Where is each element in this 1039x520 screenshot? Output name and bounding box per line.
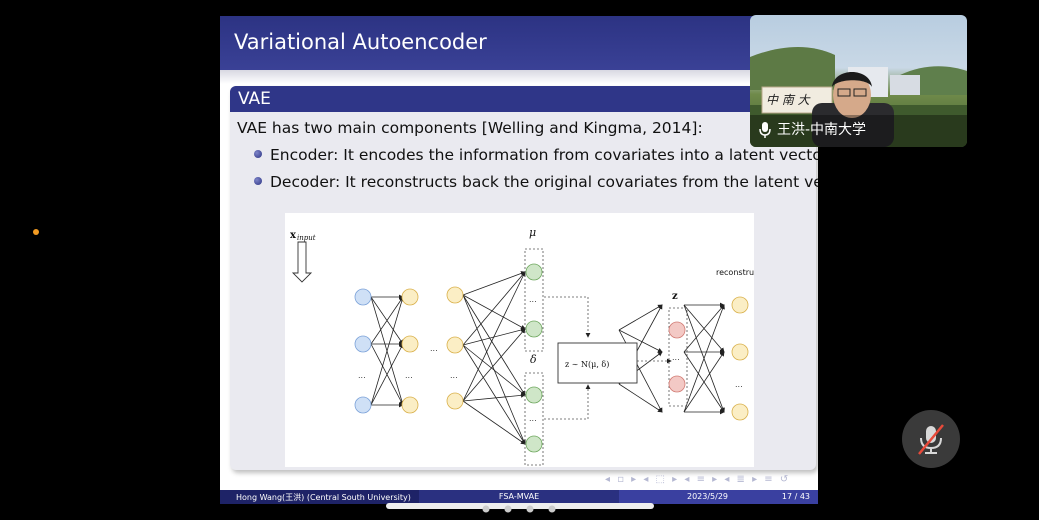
microphone-muted-icon [918,424,944,455]
slide-title-bar: Variational Autoencoder [220,16,818,70]
footer-author-section: Hong Wang(王洪) (Central South University) [220,490,419,504]
mu-label: μ [529,226,536,239]
beamer-nav-symbols[interactable]: ◂ ▫ ▸ ◂ ⬚ ▸ ◂ ≡ ▸ ◂ ≣ ▸ ≡ ↺ [605,474,791,485]
page-dot [526,505,534,513]
participant-name: 王洪-中南大学 [777,122,867,138]
footer-date: 2023/5/29 [687,492,729,501]
presentation-slide: Variational Autoencoder VAE VAE has two … [220,16,818,504]
ellipsis: ... [450,371,458,380]
bullet-dot-icon [254,150,262,158]
reconstruction-label: reconstruction [716,268,754,277]
vae-diagram: x input μ δ z z ∼ N(μ, δ) reconstruction… [285,213,798,467]
footer-date-section: 2023/5/29 17 / 43 [619,490,818,504]
hidden-layers [401,286,749,421]
sign-text: 中 南 大 [766,93,811,107]
connections [370,271,725,445]
slide-footer: Hong Wang(王洪) (Central South University)… [220,490,818,504]
z-label: z [672,291,678,302]
ellipsis: ... [529,295,537,304]
input-sub-label: input [297,234,316,242]
pointer-dot [33,229,39,235]
input-label: x [290,230,297,241]
bullet-dot-icon [254,177,262,185]
sampling-box [557,342,638,384]
page-dot [504,505,512,513]
delta-label: δ [530,353,537,366]
footer-short-title: FSA-MVAE [498,492,540,501]
mu-delta-layer [525,263,543,453]
page-dot [482,505,490,513]
participant-video-tile[interactable]: 中 南 大 王洪-中南大学 [750,15,967,147]
mute-toggle-button[interactable] [902,410,960,468]
ellipsis: ... [529,414,537,423]
ellipsis: ... [735,380,743,389]
sampling-label: z ∼ N(μ, δ) [565,360,609,369]
page-dot [548,505,556,513]
bullet-text: Encoder: It encodes the information from… [270,146,818,164]
ellipsis: ... [430,344,438,353]
bullet-decoder: Decoder: It reconstructs back the origin… [254,173,818,191]
input-arrow-icon [291,241,313,283]
bullet-encoder: Encoder: It encodes the information from… [254,146,818,164]
vae-diagram-svg: x input μ δ z z ∼ N(μ, δ) reconstruction… [290,226,798,466]
bullet-text: Decoder: It reconstructs back the origin… [270,173,818,191]
block-title: VAE [238,89,271,109]
latent-layer [668,321,686,393]
ellipsis: ... [358,371,366,380]
block-header: VAE [230,86,816,112]
ellipsis: ... [405,371,413,380]
title-shadow [220,70,818,84]
page-indicator [480,500,560,513]
footer-title-section: FSA-MVAE [419,490,619,504]
ellipsis: ... [672,353,680,362]
footer-author: Hong Wang(王洪) (Central South University) [236,493,411,502]
playback-progress-bar[interactable] [386,503,654,509]
footer-page-number: 17 / 43 [781,492,810,501]
video-scene: 中 南 大 [750,46,967,147]
slide-title: Variational Autoencoder [234,30,487,54]
microphone-icon [759,122,771,138]
intro-text: VAE has two main components [Welling and… [237,119,703,137]
